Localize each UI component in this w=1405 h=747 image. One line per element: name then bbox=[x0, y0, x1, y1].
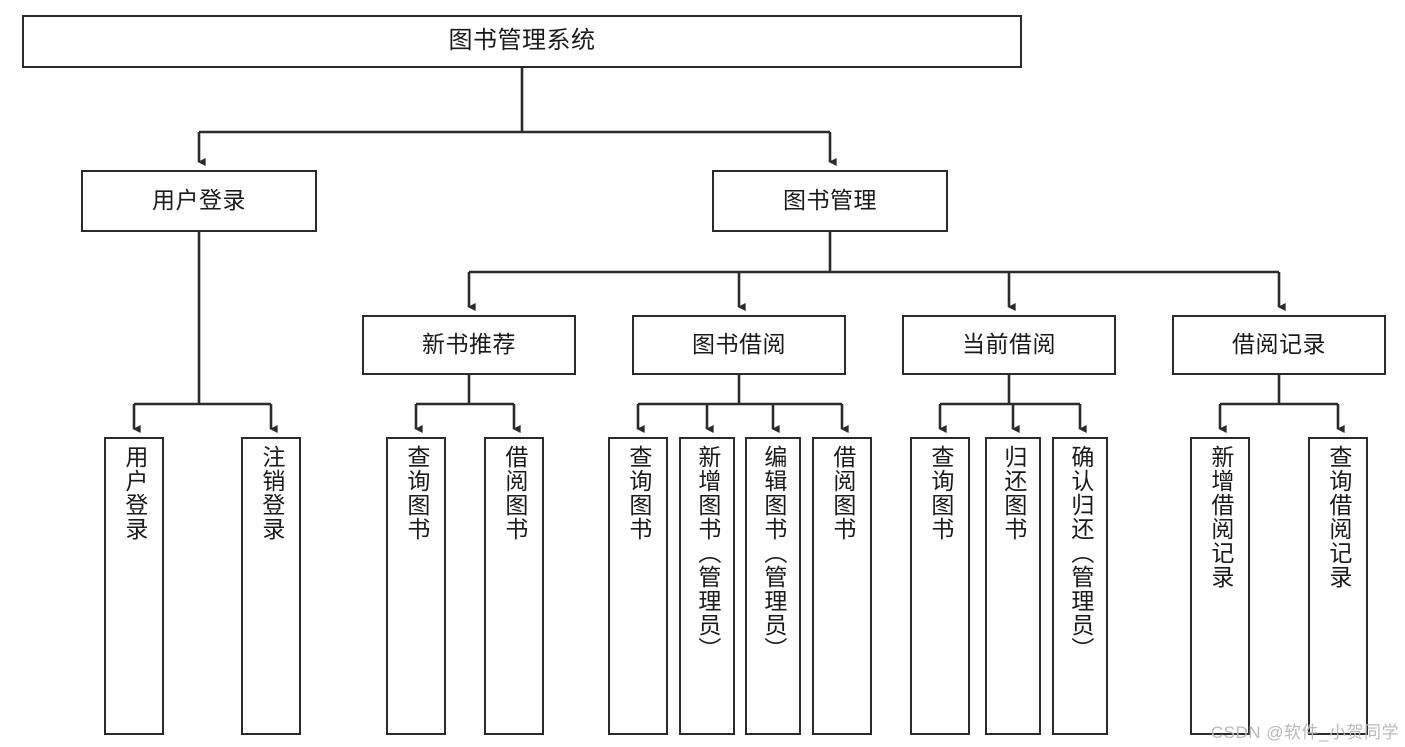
node-leaf-query-book-3-label: 查询图书 bbox=[927, 445, 954, 541]
node-book-borrow[interactable]: 图书借阅 bbox=[632, 315, 846, 375]
node-leaf-add-borrow-record-label: 新增借阅记录 bbox=[1207, 445, 1234, 589]
node-root-label: 图书管理系统 bbox=[448, 27, 596, 55]
node-leaf-query-borrow-record[interactable]: 查询借阅记录 bbox=[1308, 437, 1368, 735]
node-leaf-borrow-book-1[interactable]: 借阅图书 bbox=[484, 437, 544, 735]
node-book-borrow-label: 图书借阅 bbox=[692, 331, 786, 358]
node-new-book-recommend-label: 新书推荐 bbox=[422, 331, 516, 358]
node-leaf-query-book-3[interactable]: 查询图书 bbox=[910, 437, 970, 735]
node-current-borrow-label: 当前借阅 bbox=[962, 331, 1056, 358]
node-leaf-user-login-label: 用户登录 bbox=[121, 445, 148, 541]
node-leaf-borrow-book-2[interactable]: 借阅图书 bbox=[812, 437, 872, 735]
node-current-borrow[interactable]: 当前借阅 bbox=[902, 315, 1116, 375]
watermark-text: CSDN @软件_小贺同学 bbox=[1210, 723, 1399, 742]
node-book-manage-label: 图书管理 bbox=[783, 187, 877, 214]
node-borrow-record-label: 借阅记录 bbox=[1232, 331, 1326, 358]
node-leaf-borrow-book-1-label: 借阅图书 bbox=[501, 445, 528, 541]
node-user-login[interactable]: 用户登录 bbox=[81, 170, 317, 232]
node-leaf-edit-book-admin[interactable]: 编辑图书（管理员） bbox=[745, 437, 801, 735]
node-leaf-add-book-admin-label: 新增图书（管理员） bbox=[694, 445, 721, 661]
node-leaf-confirm-return-admin[interactable]: 确认归还（管理员） bbox=[1052, 437, 1108, 735]
node-leaf-return-book-label: 归还图书 bbox=[1000, 445, 1027, 541]
node-leaf-query-borrow-record-label: 查询借阅记录 bbox=[1325, 445, 1352, 589]
node-leaf-query-book-2-label: 查询图书 bbox=[625, 445, 652, 541]
node-leaf-query-book-2[interactable]: 查询图书 bbox=[608, 437, 668, 735]
node-leaf-logout-login-label: 注销登录 bbox=[258, 445, 285, 541]
node-leaf-query-book-1-label: 查询图书 bbox=[403, 445, 430, 541]
node-leaf-return-book[interactable]: 归还图书 bbox=[985, 437, 1041, 735]
node-new-book-recommend[interactable]: 新书推荐 bbox=[362, 315, 576, 375]
node-book-manage[interactable]: 图书管理 bbox=[712, 170, 948, 232]
node-leaf-logout-login[interactable]: 注销登录 bbox=[241, 437, 301, 735]
node-borrow-record[interactable]: 借阅记录 bbox=[1172, 315, 1386, 375]
node-leaf-query-book-1[interactable]: 查询图书 bbox=[386, 437, 446, 735]
node-leaf-add-book-admin[interactable]: 新增图书（管理员） bbox=[679, 437, 735, 735]
node-leaf-user-login[interactable]: 用户登录 bbox=[104, 437, 164, 735]
node-leaf-confirm-return-admin-label: 确认归还（管理员） bbox=[1067, 445, 1094, 661]
node-leaf-add-borrow-record[interactable]: 新增借阅记录 bbox=[1190, 437, 1250, 735]
node-root[interactable]: 图书管理系统 bbox=[22, 15, 1022, 68]
node-leaf-borrow-book-2-label: 借阅图书 bbox=[829, 445, 856, 541]
node-user-login-label: 用户登录 bbox=[152, 187, 246, 214]
node-leaf-edit-book-admin-label: 编辑图书（管理员） bbox=[760, 445, 787, 661]
